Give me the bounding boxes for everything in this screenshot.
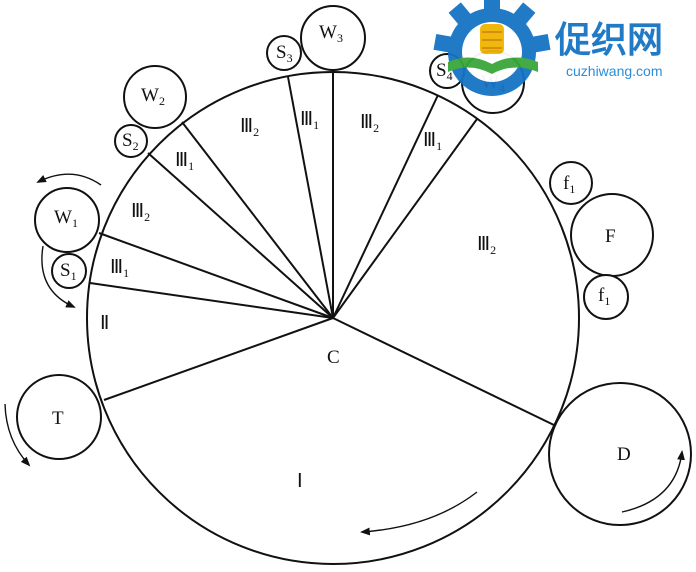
roller-label-f: F xyxy=(605,226,616,247)
roller-w2 xyxy=(123,65,187,129)
divider-s4 xyxy=(332,94,439,319)
divider-t xyxy=(103,317,334,401)
arrow-main xyxy=(360,491,478,536)
roller-label-t: T xyxy=(52,408,64,429)
roller-f1-top xyxy=(549,161,593,205)
divider-s2 xyxy=(147,152,334,319)
roller-s3 xyxy=(266,35,302,71)
zone-label-iii1-d: Ⅲ1 xyxy=(423,130,442,153)
roller-f1-bottom xyxy=(583,274,629,320)
roller-label-s3: S3 xyxy=(276,42,293,65)
divider-w2 xyxy=(181,121,334,319)
arrow-t xyxy=(4,403,31,467)
zone-label-iii1-c: Ⅲ1 xyxy=(300,109,319,132)
divider-s1 xyxy=(89,282,334,319)
roller-label-d: D xyxy=(617,444,631,465)
logo-watermark: 促织网 cuzhiwang.com xyxy=(433,0,663,96)
roller-label-w1: W1 xyxy=(54,207,78,230)
roller-label-w2: W2 xyxy=(141,85,165,108)
logo-chinese-text: 促织网 xyxy=(554,20,663,61)
center-label: C xyxy=(327,347,340,368)
roller-label-f1-top: f1 xyxy=(563,173,575,196)
roller-label-s2: S2 xyxy=(122,130,139,153)
roller-s2 xyxy=(114,124,148,158)
roller-t xyxy=(16,374,102,460)
zone-label-iii2-d: Ⅲ2 xyxy=(477,234,496,257)
zone-label-ii: Ⅱ xyxy=(100,313,109,334)
divider-s3 xyxy=(287,76,334,319)
zone-label-iii2-a: Ⅲ2 xyxy=(131,201,150,224)
roller-s1 xyxy=(51,253,87,289)
zone-labels: Ⅰ Ⅱ Ⅲ1 Ⅲ2 Ⅲ1 Ⅲ2 Ⅲ1 Ⅲ2 Ⅲ1 Ⅲ2 C xyxy=(100,109,496,492)
roller-w3 xyxy=(300,5,366,71)
spool-icon xyxy=(448,24,538,74)
zone-label-iii1-b: Ⅲ1 xyxy=(175,150,194,173)
divider-w1 xyxy=(98,232,334,319)
roller-label-w3: W3 xyxy=(319,22,343,45)
zone-label-iii2-c: Ⅲ2 xyxy=(360,112,379,135)
zone-label-iii1-a: Ⅲ1 xyxy=(110,257,129,280)
arrow-w1 xyxy=(36,173,102,186)
divider-d xyxy=(332,317,557,427)
divider-w4 xyxy=(332,118,478,319)
roller-d xyxy=(548,382,692,526)
roller-label-s4: S4 xyxy=(436,60,453,83)
zone-label-iii2-b: Ⅲ2 xyxy=(240,116,259,139)
roller-label-f1-bottom: f1 xyxy=(598,285,610,308)
zone-label-i: Ⅰ xyxy=(297,471,303,492)
sector-dividers xyxy=(89,72,557,427)
roller-w1 xyxy=(34,187,100,253)
arrow-d xyxy=(621,450,685,513)
roller-label-s1: S1 xyxy=(60,260,77,283)
arrow-s1 xyxy=(41,245,76,308)
logo-url-text: cuzhiwang.com xyxy=(566,63,663,79)
rotation-arrows xyxy=(4,173,685,536)
